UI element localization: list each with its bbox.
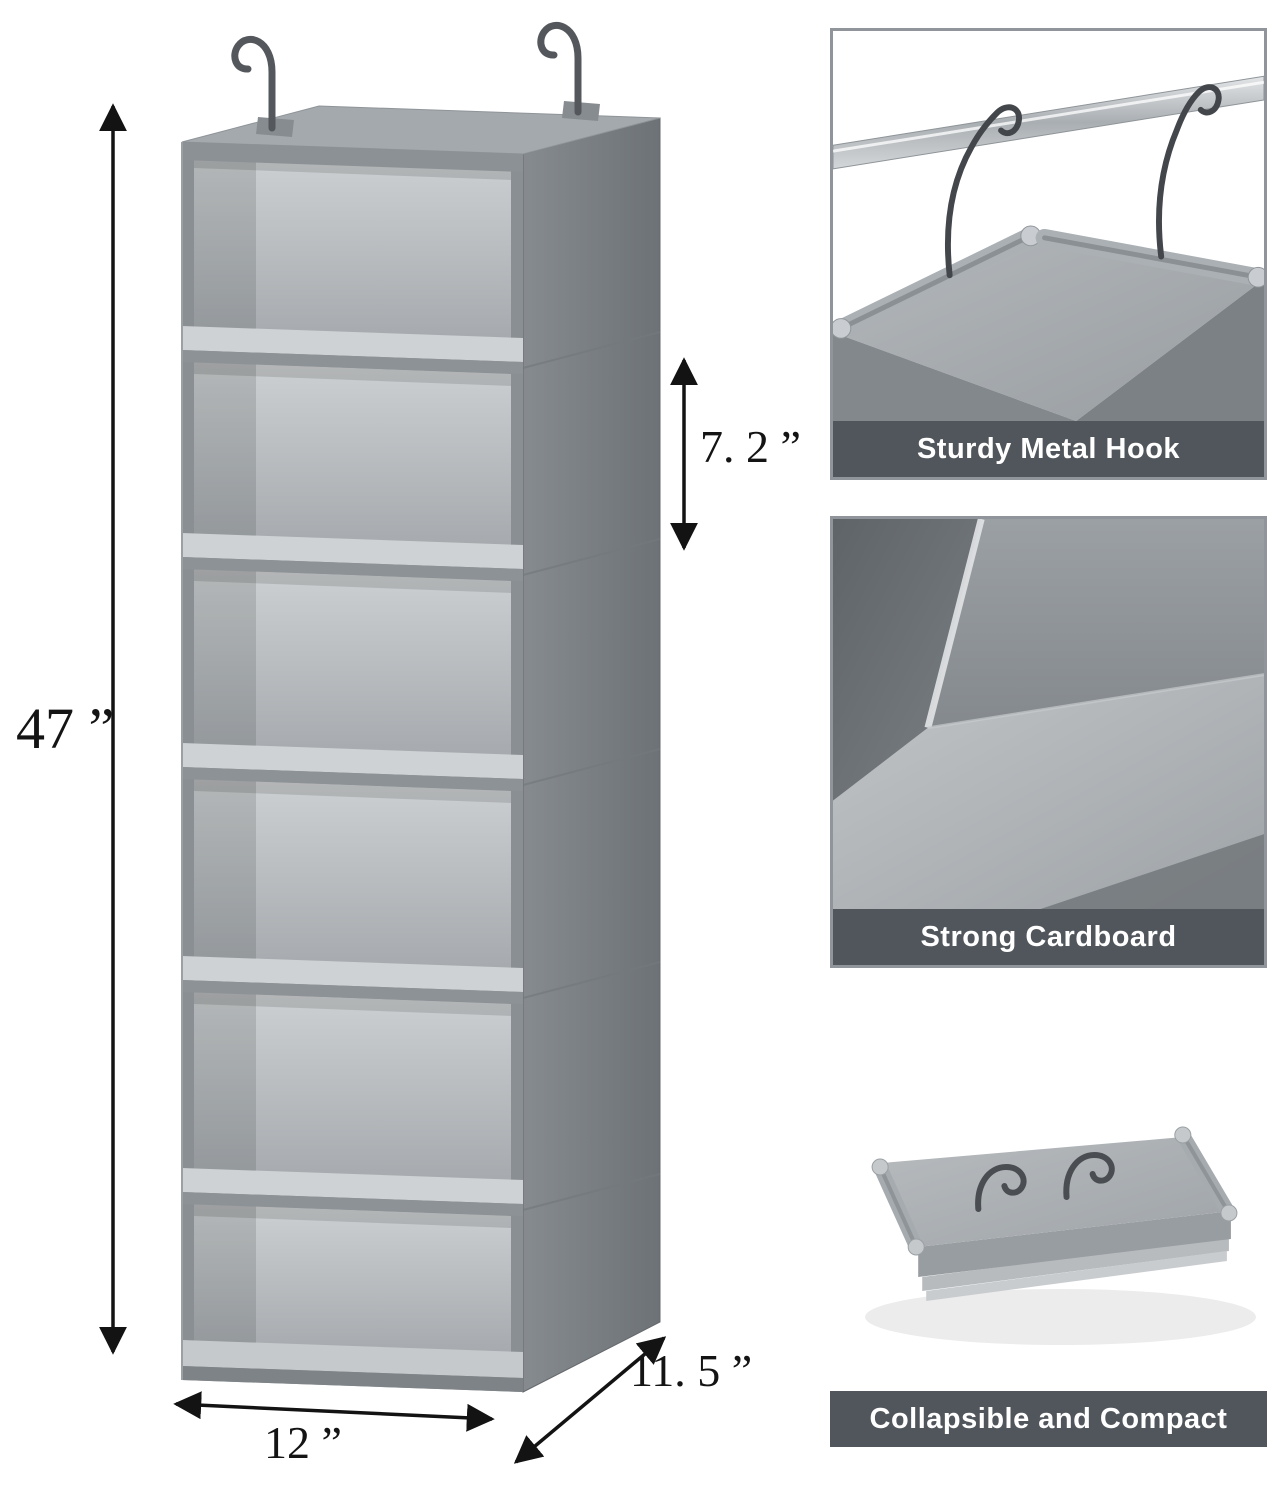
callout-caption: Strong Cardboard xyxy=(833,909,1264,965)
folded-hook-left-icon xyxy=(975,1163,1027,1212)
callout-panel-hook: Sturdy Metal Hook xyxy=(830,28,1267,480)
callout-caption: Sturdy Metal Hook xyxy=(833,421,1264,477)
organizer-illustration xyxy=(99,21,698,1464)
folded-hook-right-icon xyxy=(1063,1151,1115,1200)
callout-panel-cardboard: Strong Cardboard xyxy=(830,516,1267,968)
height-dimension-label: 47 ” xyxy=(16,696,115,761)
shelf-height-dimension-label: 7. 2 ” xyxy=(700,421,801,472)
shelf-compartment xyxy=(194,992,511,1182)
shelf-compartment xyxy=(194,362,511,547)
metal-hook-closeup-right-icon xyxy=(1155,84,1222,260)
cardboard-photo xyxy=(833,519,1264,909)
callout-panel-collapsible: Collapsible and Compact xyxy=(830,995,1267,1447)
shelf-compartment xyxy=(194,1204,511,1354)
closet-rod xyxy=(833,75,1264,170)
side-wall xyxy=(833,519,982,801)
width-dimension-label: 12 ” xyxy=(264,1417,342,1468)
organizer-top-closeup xyxy=(833,225,1264,421)
folded-organizer xyxy=(871,1126,1238,1301)
metal-hook-left-icon xyxy=(231,35,276,132)
shelf-compartment xyxy=(194,156,511,340)
hook-photo xyxy=(833,31,1264,421)
metal-hook-closeup-left-icon xyxy=(944,104,1022,279)
width-dimension-line xyxy=(173,1391,495,1432)
organizer-front xyxy=(181,142,523,1392)
metal-hook-right-icon xyxy=(537,21,582,116)
back-wall xyxy=(927,519,1264,728)
depth-dimension-label: 11. 5 ” xyxy=(630,1345,753,1396)
organizer-side-panel xyxy=(522,117,661,1393)
shelf-compartment xyxy=(194,779,511,970)
shelf-divider xyxy=(182,326,523,1216)
depth-dimension-line xyxy=(513,1336,667,1464)
shelf-compartment xyxy=(194,569,511,757)
collapsed-organizer-photo xyxy=(830,995,1267,1391)
cardboard-shelf-surface xyxy=(833,674,1264,909)
callout-caption: Collapsible and Compact xyxy=(830,1391,1267,1447)
